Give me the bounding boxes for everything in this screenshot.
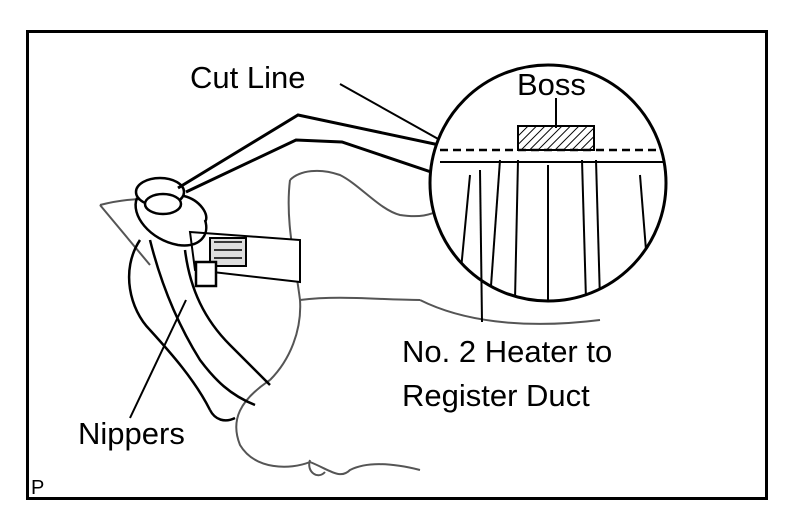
- cut-line-label: Cut Line: [190, 60, 306, 95]
- boss-label: Boss: [517, 67, 586, 102]
- magnified-circle: [428, 63, 668, 303]
- duct-leader: [479, 169, 483, 323]
- magnified-view: [430, 65, 666, 301]
- cut-line-leader: [339, 83, 441, 141]
- duct-tube: [188, 230, 301, 284]
- figure-code: P: [31, 477, 45, 499]
- duct-label-line2: Register Duct: [402, 378, 590, 413]
- duct-label-line1: No. 2 Heater to: [402, 334, 613, 369]
- nippers-label: Nippers: [78, 416, 185, 451]
- nippers-leader: [129, 299, 187, 419]
- cut-line-pointers: [177, 113, 445, 194]
- nippers-tool: [127, 176, 271, 422]
